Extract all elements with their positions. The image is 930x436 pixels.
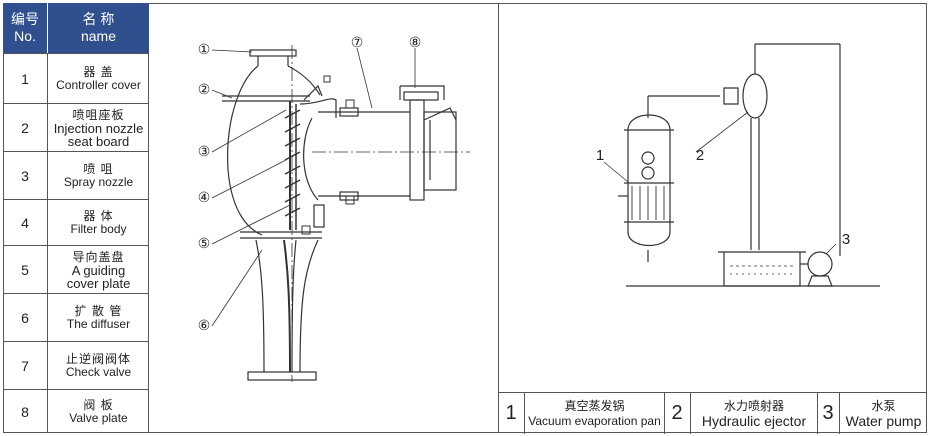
table-header: 编号 No. 名 称 name [3, 3, 149, 53]
legend-item-3: 水泵 Water pump [840, 393, 927, 434]
header-number: 编号 No. [3, 3, 48, 53]
row-name-en: Valve plate [69, 411, 128, 425]
section-callout-7: ⑦ [351, 34, 364, 50]
row-name-zh: 阀 板 [83, 398, 114, 412]
row-number: 2 [3, 104, 48, 151]
system-callout-3: 3 [842, 231, 850, 248]
legend-item-3-en: Water pump [845, 413, 922, 429]
row-name-en: cover plate [66, 275, 131, 291]
row-name-en: Spray nozzle [63, 175, 134, 189]
legend-number-1: 1 [498, 393, 525, 434]
section-callout-4: ④ [198, 189, 211, 205]
ejector-section-drawing [211, 45, 470, 382]
row-name-en: The diffuser [66, 317, 131, 331]
legend-item-2-en: Hydraulic ejector [701, 413, 807, 429]
row-number: 5 [3, 246, 48, 293]
panel-divider [498, 3, 499, 433]
section-callout-1: ① [198, 41, 211, 57]
row-number: 1 [3, 54, 48, 103]
row-name-zh: 扩 散 管 [74, 304, 123, 318]
legend-item-1: 真空蒸发锅 Vacuum evaporation pan [525, 393, 665, 434]
section-callout-2: ② [198, 81, 211, 97]
legend-item-2-zh: 水力喷射器 [723, 399, 784, 413]
section-callout-3: ③ [198, 143, 211, 159]
row-number: 8 [3, 390, 48, 433]
row-number: 6 [3, 294, 48, 341]
row-number: 7 [3, 342, 48, 389]
row-name-en: Injection nozzle [53, 120, 144, 136]
legend-item-1-en: Vacuum evaporation pan [528, 414, 661, 428]
row-name-zh: 器 体 [83, 209, 114, 223]
row-name-zh: 止逆阀阀体 [65, 352, 131, 366]
row-name-en: Check valve [65, 365, 132, 379]
legend-item-2: 水力喷射器 Hydraulic ejector [691, 393, 818, 434]
legend-number-2: 2 [664, 393, 691, 434]
row-name-en: seat board [67, 133, 130, 149]
system-legend: 1 真空蒸发锅 Vacuum evaporation pan 2 水力喷射器 H… [498, 392, 927, 434]
system-callout-2: 2 [696, 147, 704, 164]
header-number-en: No. [14, 28, 36, 44]
legend-item-3-zh: 水泵 [871, 399, 896, 413]
legend-item-1-zh: 真空蒸发锅 [564, 399, 625, 413]
row-name-en: Controller cover [56, 78, 141, 92]
row-name-zh: 导向盖盘 [72, 249, 125, 264]
header-name: 名 称 name [48, 3, 149, 53]
section-callout-6: ⑥ [198, 317, 211, 333]
legend-number-3: 3 [817, 393, 840, 434]
section-callout-5: ⑤ [198, 235, 211, 251]
system-callout-1: 1 [596, 147, 604, 164]
section-callout-8: ⑧ [409, 34, 422, 50]
header-name-en: name [80, 28, 117, 44]
row-name-zh: 器 盖 [83, 65, 114, 79]
row-number: 3 [3, 152, 48, 199]
system-diagram [603, 43, 880, 287]
row-name-zh: 喷 咀 [83, 162, 114, 176]
header-name-zh: 名 称 [82, 11, 115, 27]
row-number: 4 [3, 200, 48, 245]
row-name-en: A guiding [71, 262, 126, 278]
drawing-frame [3, 3, 927, 433]
row-name-zh: 喷咀座板 [72, 107, 125, 122]
row-name-en: Filter body [70, 222, 127, 236]
header-number-zh: 编号 [11, 11, 39, 27]
